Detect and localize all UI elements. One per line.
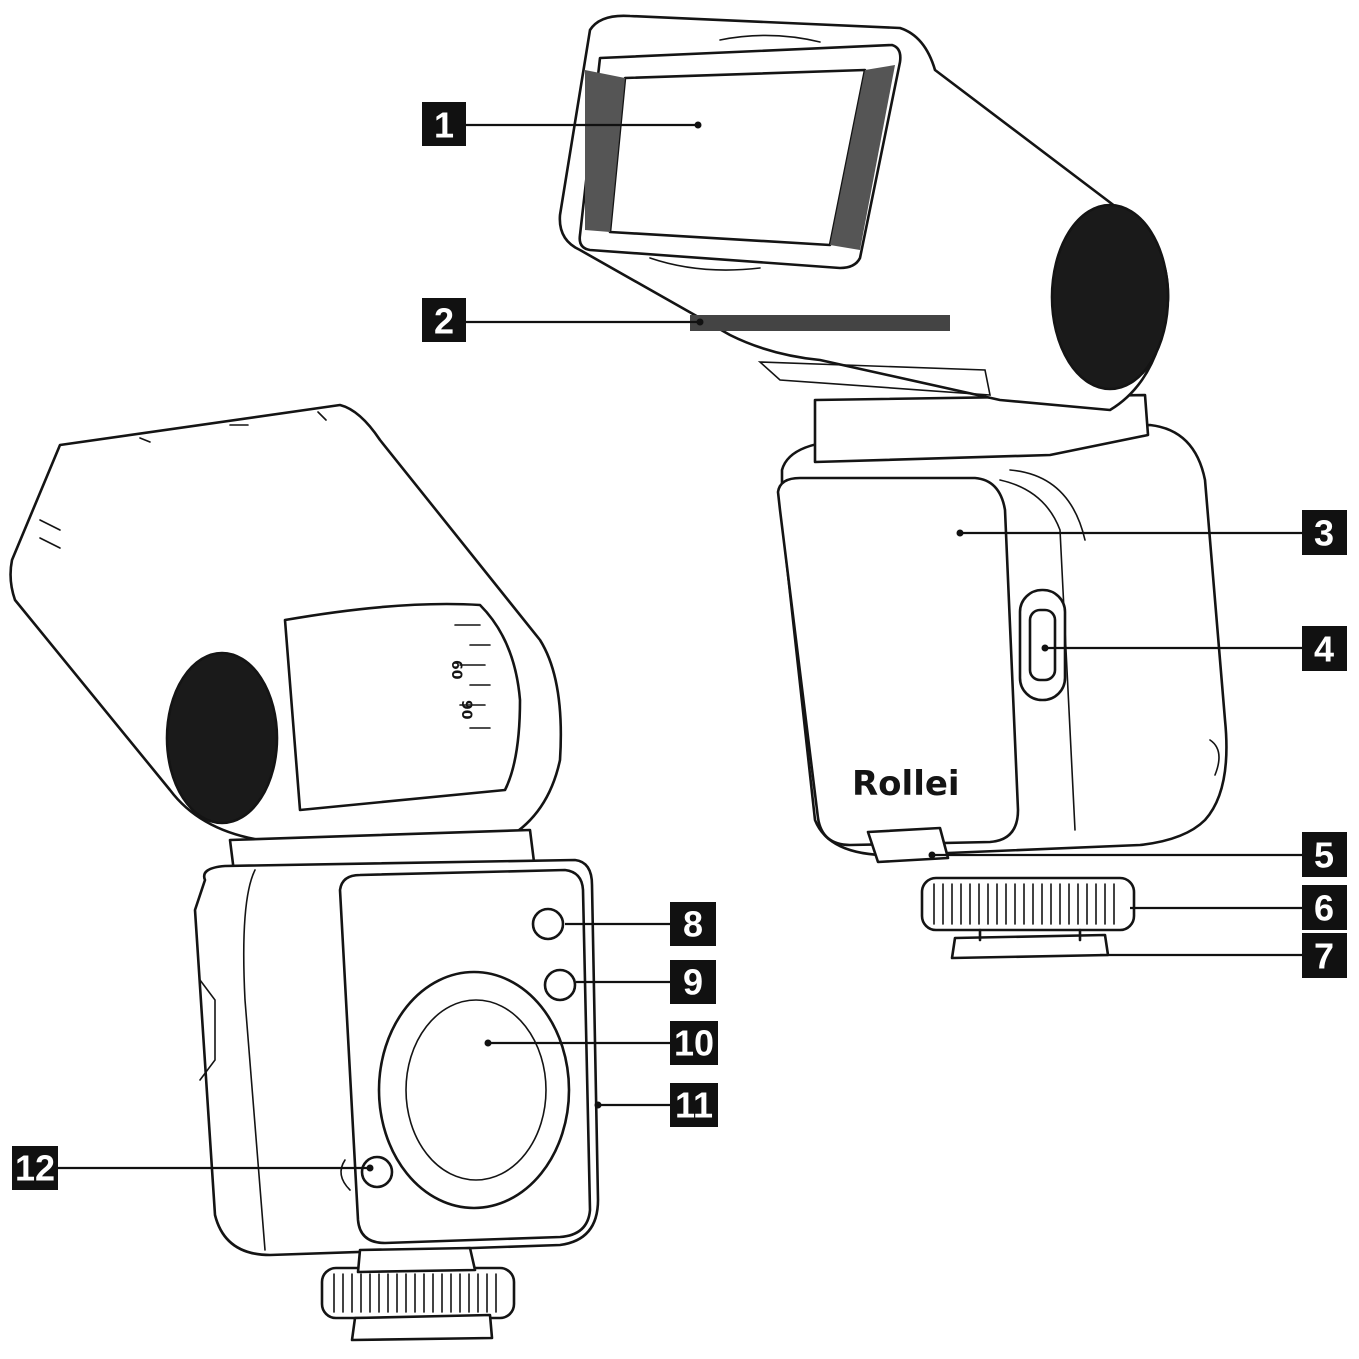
- callout-5-label: 5: [1314, 835, 1334, 876]
- callout-12-label: 12: [15, 1148, 55, 1189]
- callout-4-label: 4: [1314, 629, 1334, 670]
- tilt-drum: [283, 602, 522, 812]
- control-dial[interactable]: [377, 970, 571, 1210]
- brand-logo: Rollei: [852, 764, 960, 804]
- callout-4: 4: [1302, 626, 1347, 671]
- leader-lines: [58, 121, 1302, 1172]
- af-assist-grille: [690, 315, 950, 331]
- callout-12: 12: [12, 1146, 58, 1190]
- rear-foot-collar: [356, 1246, 477, 1274]
- callout-3: 3: [1302, 510, 1347, 555]
- foot-latch: [866, 826, 950, 864]
- callout-2: 2: [422, 298, 466, 342]
- rear-button-8[interactable]: [531, 907, 565, 941]
- rear-locking-wheel: [320, 1266, 516, 1320]
- rear-mounting-foot: [350, 1313, 494, 1342]
- callout-7-label: 7: [1314, 936, 1334, 977]
- callout-5: 5: [1302, 832, 1347, 877]
- control-dial-center[interactable]: [405, 999, 547, 1181]
- tilt-scale-90: 90: [458, 700, 474, 720]
- callout-1: 1: [422, 102, 466, 146]
- callout-badges: 1 2 3 4 5 6 7 8 9 10 11 12: [12, 102, 1347, 1190]
- callout-8: 8: [670, 902, 716, 946]
- lock-switch: [1028, 608, 1057, 682]
- rear-button-12[interactable]: [360, 1155, 394, 1189]
- head-end-cap: [1050, 203, 1170, 391]
- callout-7: 7: [1302, 933, 1347, 978]
- callout-8-label: 8: [683, 904, 703, 945]
- callout-6-label: 6: [1314, 888, 1334, 929]
- callout-11-label: 11: [675, 1085, 713, 1126]
- callout-11: 11: [670, 1083, 718, 1127]
- rear-button-9[interactable]: [543, 968, 577, 1002]
- callout-3-label: 3: [1314, 513, 1334, 554]
- callout-9: 9: [670, 960, 716, 1004]
- callout-1-label: 1: [434, 105, 454, 146]
- callout-2-label: 2: [434, 301, 454, 342]
- flash-diffuser: [608, 68, 867, 247]
- rear-view-flash: 60 90: [9, 403, 600, 1342]
- tilt-scale-60: 60: [448, 660, 464, 680]
- front-flash-neck: [813, 393, 1150, 464]
- callout-10-label: 10: [674, 1023, 714, 1064]
- callout-9-label: 9: [683, 962, 703, 1003]
- rear-head-end-cap: [165, 651, 279, 825]
- front-view-flash: Rollei: [558, 14, 1228, 960]
- front-flash-panel: [776, 476, 1020, 847]
- callout-6: 6: [1302, 885, 1347, 930]
- mounting-foot: [950, 933, 1110, 960]
- callout-10: 10: [670, 1021, 718, 1065]
- locking-wheel: [920, 876, 1136, 932]
